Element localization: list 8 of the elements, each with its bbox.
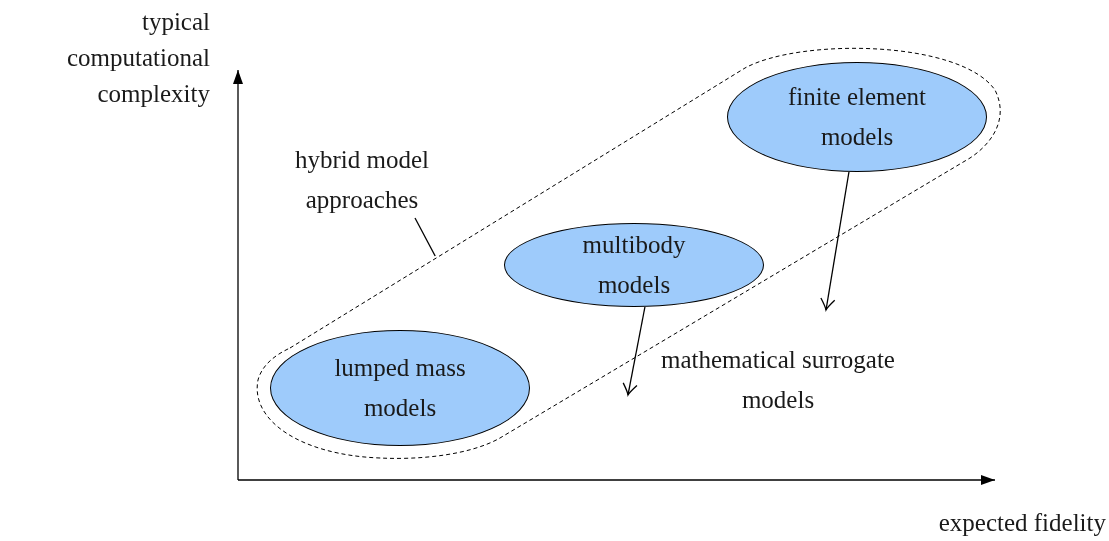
model-ellipse: multibody models xyxy=(504,223,764,307)
axis-label: typical computational complexity xyxy=(65,7,210,109)
axis-label: expected fidelity xyxy=(937,508,1106,538)
model-ellipse: lumped mass models xyxy=(270,330,530,446)
model-ellipse: finite element models xyxy=(727,62,987,172)
annotation-text: hybrid model approaches xyxy=(294,145,430,215)
leader-line xyxy=(414,217,436,257)
annotation-text: mathematical surrogate models xyxy=(660,345,896,415)
